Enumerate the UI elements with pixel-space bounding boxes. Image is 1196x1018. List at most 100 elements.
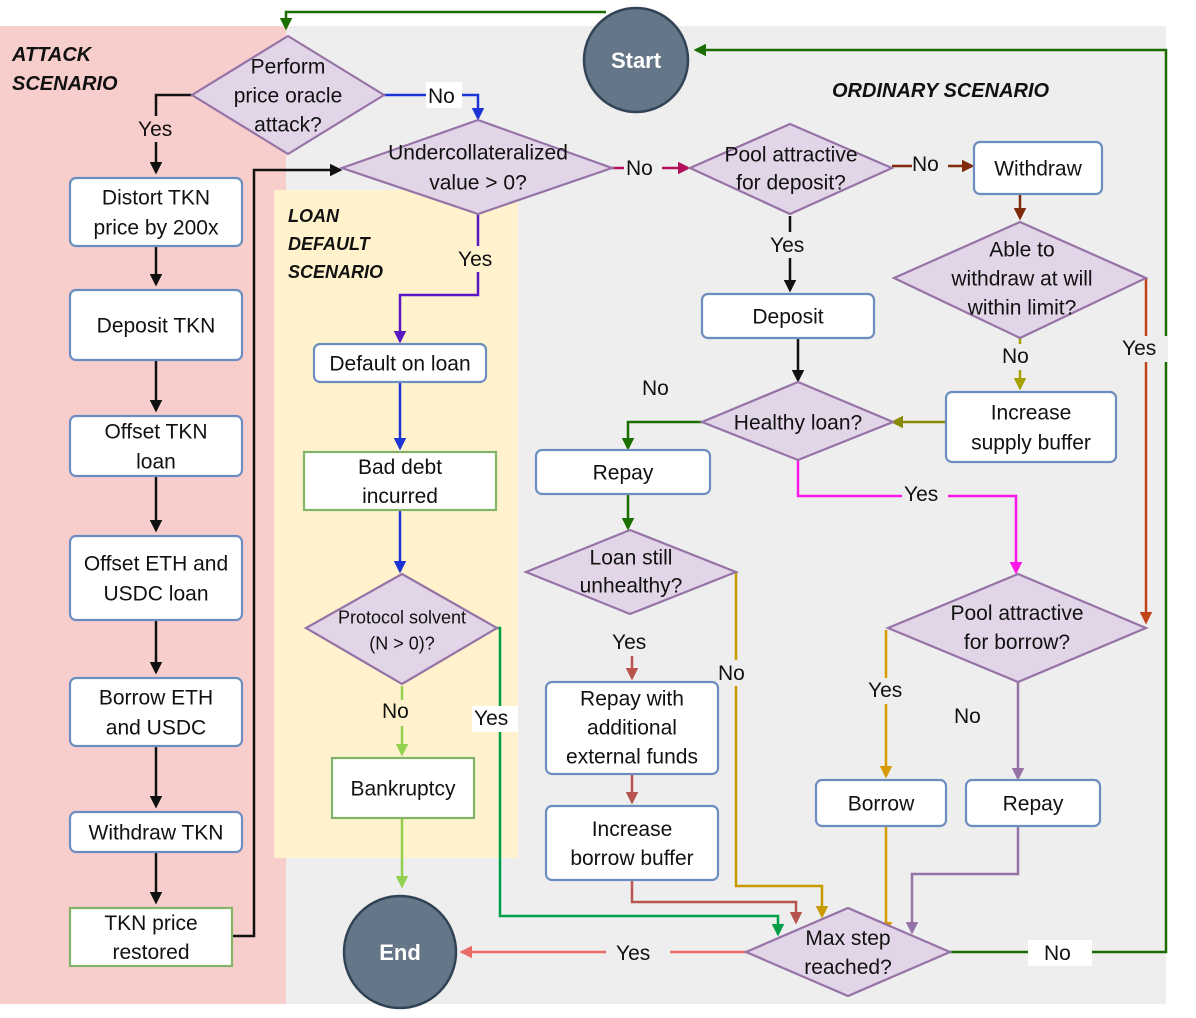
label-deposit-yes: Yes bbox=[770, 234, 804, 257]
label-healthy-yes: Yes bbox=[904, 483, 938, 506]
attack-title-2: SCENARIO bbox=[12, 73, 118, 95]
attack-title-1: ATTACK bbox=[11, 44, 93, 66]
deposit-tkn-box[interactable] bbox=[68, 288, 244, 362]
protocol-solvent-decision[interactable] bbox=[303, 572, 500, 686]
repay1-label: Repay bbox=[593, 462, 654, 485]
withdraw-tkn-label: Withdraw TKN bbox=[89, 822, 224, 845]
offset-tkn-box[interactable] bbox=[68, 414, 244, 478]
able-withdraw-label: Able to withdraw at will within limit? bbox=[950, 239, 1092, 320]
start-node[interactable] bbox=[582, 6, 690, 114]
repay-external-line: Repay with bbox=[580, 688, 684, 711]
perform-attack-line: Perform bbox=[251, 56, 326, 79]
borrow-box[interactable] bbox=[814, 778, 948, 828]
loan-unhealthy-line: Loan still bbox=[590, 547, 673, 570]
label-unhealthy-no: No bbox=[718, 662, 745, 685]
repay2-box[interactable] bbox=[964, 778, 1102, 828]
default-loan-label: Default on loan bbox=[329, 353, 470, 376]
able-withdraw-line: withdraw at will bbox=[950, 268, 1092, 291]
withdraw-label: Withdraw bbox=[994, 158, 1082, 181]
loan-unhealthy-label: Loan still unhealthy? bbox=[580, 547, 683, 598]
attack-region bbox=[0, 26, 286, 1004]
pool-deposit-line: for deposit? bbox=[736, 172, 846, 195]
offset-tkn-line: loan bbox=[136, 451, 176, 474]
default-loan-line: Default on loan bbox=[329, 353, 470, 376]
undercollateralized-decision[interactable] bbox=[338, 118, 616, 216]
max-step-line: reached? bbox=[804, 956, 892, 979]
perform-attack-decision[interactable] bbox=[189, 34, 387, 156]
pool-deposit-decision[interactable] bbox=[687, 122, 895, 216]
able-withdraw-decision[interactable] bbox=[891, 220, 1149, 340]
loan-unhealthy-decision[interactable] bbox=[523, 528, 739, 616]
loan-default-title-1: LOAN bbox=[288, 206, 340, 226]
label-max-no: No bbox=[1044, 942, 1071, 965]
tkn-restored-box[interactable] bbox=[68, 906, 234, 968]
increase-supply-box[interactable] bbox=[944, 390, 1118, 464]
borrow-eth-line: and USDC bbox=[106, 717, 206, 740]
withdraw-box[interactable] bbox=[972, 140, 1104, 196]
max-step-decision[interactable] bbox=[743, 906, 953, 998]
able-withdraw-line: Able to bbox=[989, 239, 1054, 262]
label-solvent-yes: Yes bbox=[474, 707, 508, 730]
borrow-line: Borrow bbox=[848, 793, 915, 816]
label-unhealthy-yes: Yes bbox=[612, 631, 646, 654]
withdraw-tkn-box[interactable] bbox=[68, 810, 244, 854]
borrow-eth-box[interactable] bbox=[68, 676, 244, 748]
offset-tkn-line: Offset TKN bbox=[104, 421, 207, 444]
bankruptcy-line: Bankruptcy bbox=[350, 778, 456, 801]
end-node[interactable] bbox=[342, 894, 458, 1010]
edge-labels: Yes No Yes No No Yes Yes No No Yes No Ye… bbox=[138, 82, 1168, 966]
increase-supply-line: Increase bbox=[991, 402, 1072, 425]
label-under-no: No bbox=[626, 157, 653, 180]
undercollateralized-line: value > 0? bbox=[429, 172, 527, 195]
pool-borrow-decision[interactable] bbox=[885, 572, 1149, 684]
deposit-box[interactable] bbox=[700, 292, 876, 340]
pool-borrow-line: for borrow? bbox=[964, 631, 1070, 654]
able-withdraw-line: within limit? bbox=[967, 297, 1077, 320]
default-loan-box[interactable] bbox=[312, 342, 488, 384]
withdraw-tkn-line: Withdraw TKN bbox=[89, 822, 224, 845]
label-attack-no: No bbox=[428, 85, 455, 108]
healthy-loan-decision[interactable] bbox=[699, 380, 896, 462]
increase-borrow-line: borrow buffer bbox=[570, 847, 693, 870]
protocol-solvent-label: Protocol solvent(N > 0)? bbox=[338, 607, 466, 653]
loan-default-title-3: SCENARIO bbox=[288, 262, 383, 282]
repay-external-box[interactable] bbox=[544, 680, 720, 776]
tkn-restored-line: TKN price bbox=[104, 912, 197, 935]
repay1-line: Repay bbox=[593, 462, 654, 485]
repay1-box[interactable] bbox=[534, 448, 712, 496]
label-borrow-yes: Yes bbox=[868, 679, 902, 702]
offset-eth-line: USDC loan bbox=[103, 583, 208, 606]
bankruptcy-label: Bankruptcy bbox=[350, 778, 456, 801]
edge-start-attack bbox=[279, 10, 606, 31]
label-deposit-no: No bbox=[912, 153, 939, 176]
label-able-no: No bbox=[1002, 345, 1029, 368]
bankruptcy-box[interactable] bbox=[330, 756, 476, 820]
label-under-yes: Yes bbox=[458, 248, 492, 271]
distort-box[interactable] bbox=[68, 176, 244, 248]
label-max-yes: Yes bbox=[616, 942, 650, 965]
repay-external-line: additional bbox=[587, 717, 677, 740]
label-able-yes: Yes bbox=[1122, 337, 1156, 360]
loan-default-title-2: DEFAULT bbox=[288, 234, 372, 254]
bad-debt-box[interactable] bbox=[302, 450, 498, 512]
loan-unhealthy-line: unhealthy? bbox=[580, 575, 683, 598]
increase-borrow-box[interactable] bbox=[544, 804, 720, 882]
offset-tkn-label: Offset TKN loan bbox=[104, 421, 207, 474]
edge-healthy-no bbox=[621, 420, 702, 451]
label-borrow-no: No bbox=[954, 705, 981, 728]
pool-deposit-line: Pool attractive bbox=[724, 144, 857, 167]
edge-borrowbuf-max bbox=[630, 880, 803, 925]
repay2-label: Repay bbox=[1003, 793, 1064, 816]
offset-eth-box[interactable] bbox=[68, 534, 244, 622]
